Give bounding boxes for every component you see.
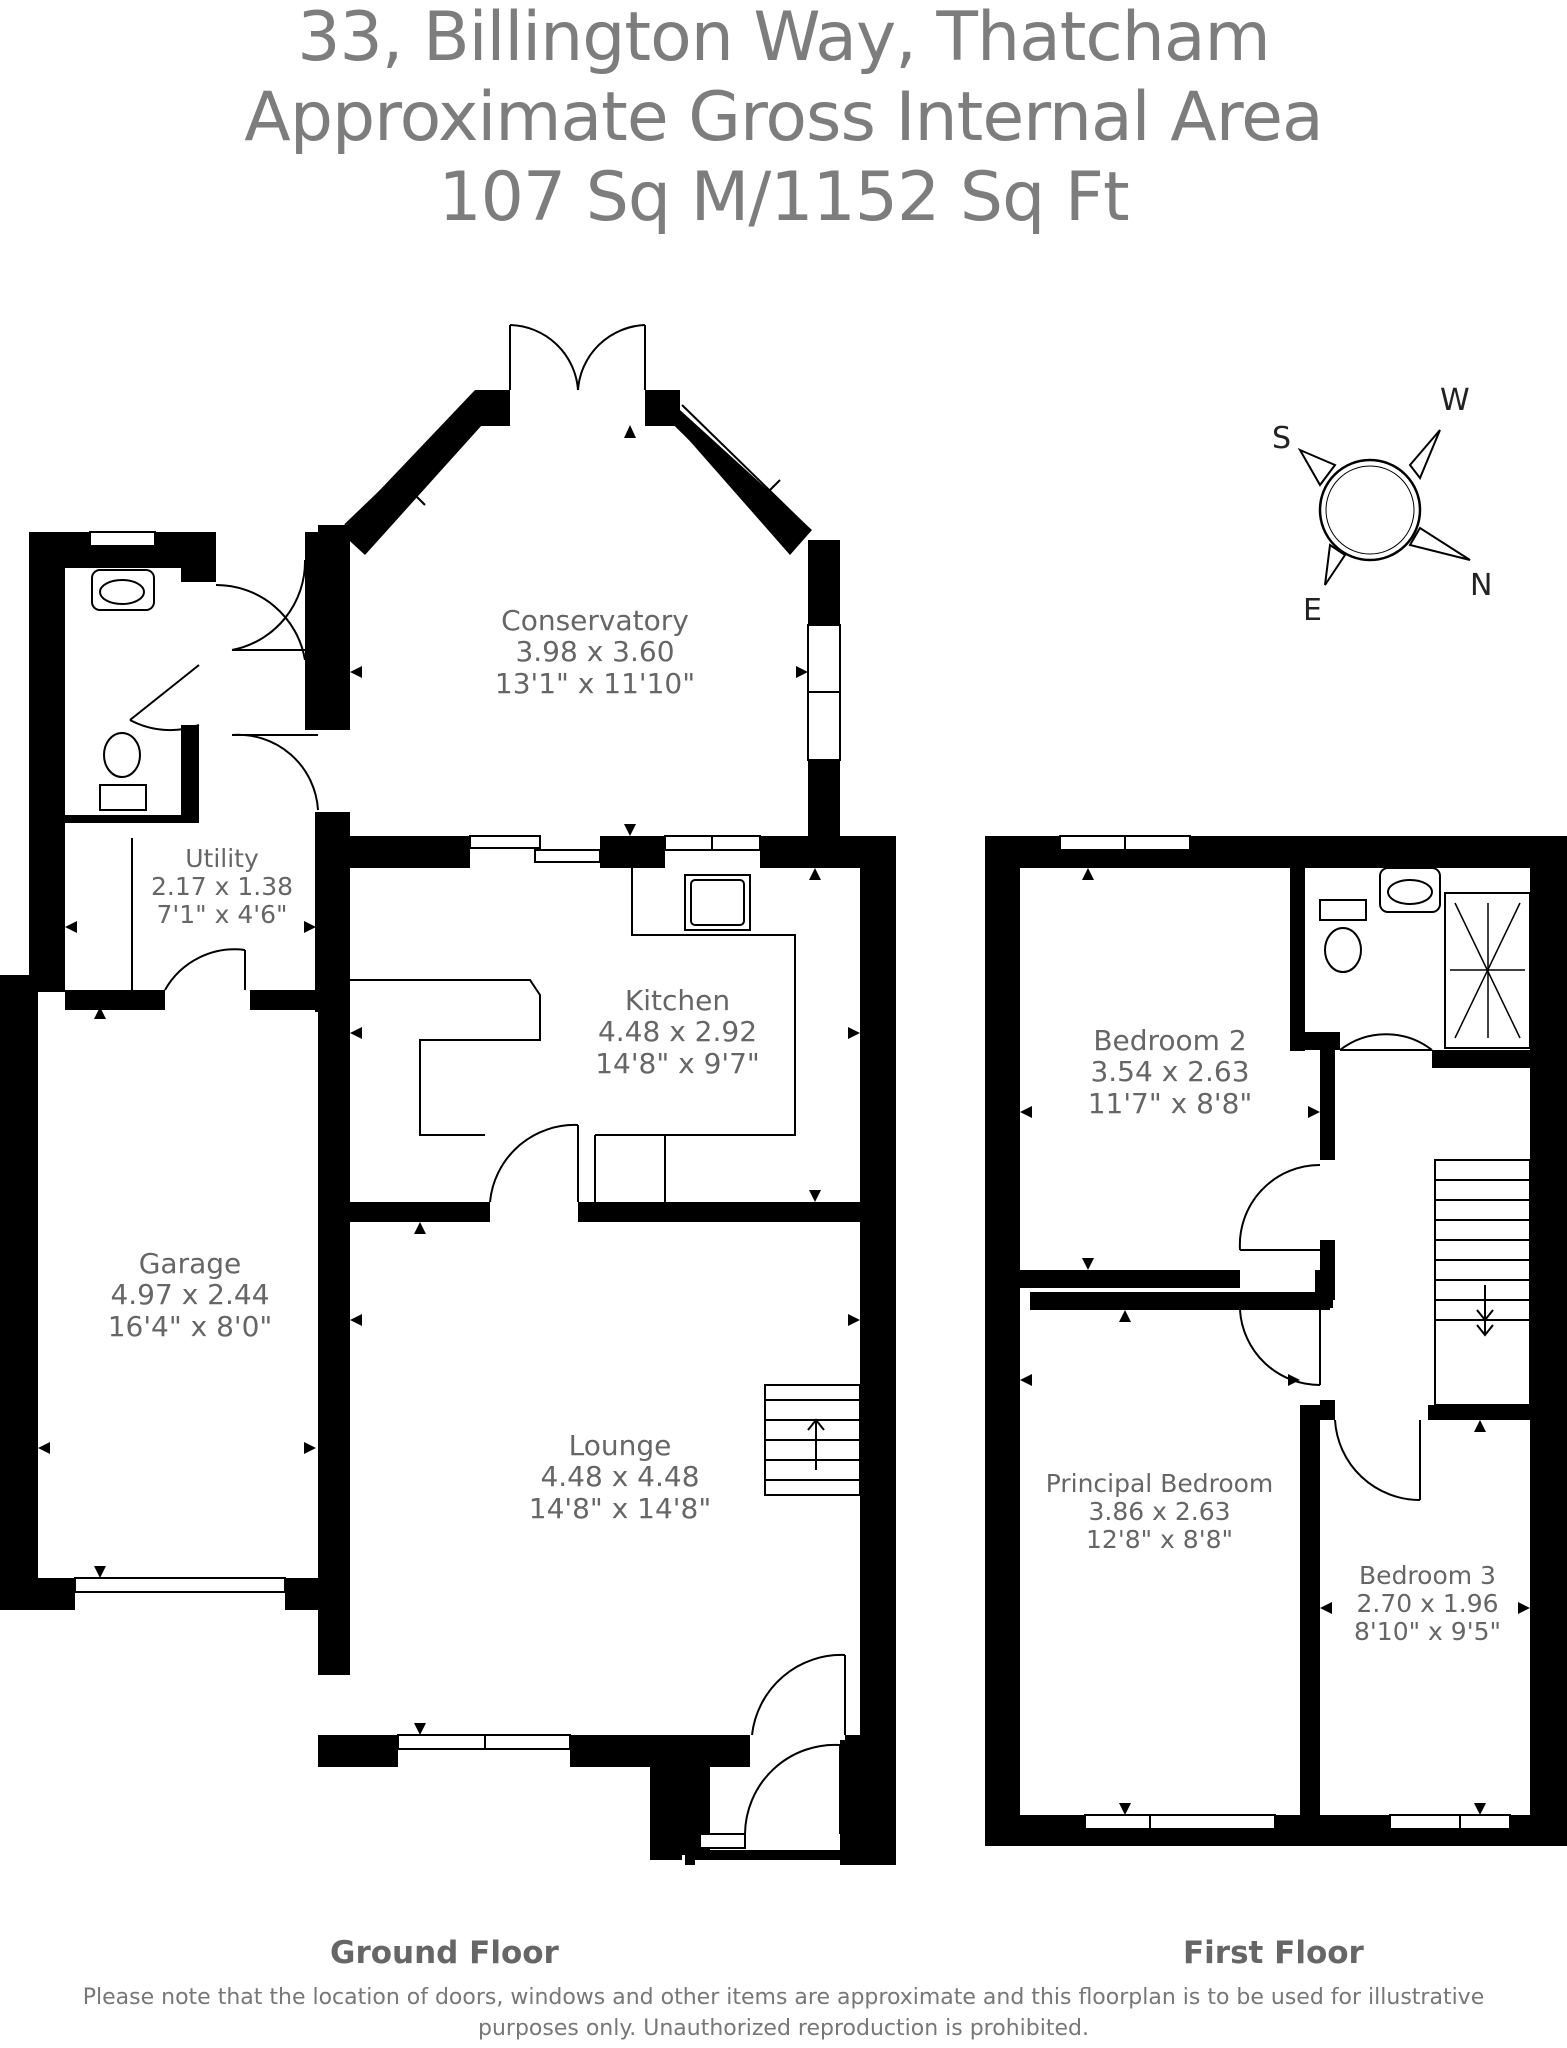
title-area-value: 107 Sq M/1152 Sq Ft bbox=[438, 158, 1129, 237]
first-floor-label: First Floor bbox=[1183, 1935, 1364, 1971]
room-lounge: Lounge 4.48 x 4.48 14'8" x 14'8" bbox=[505, 1430, 735, 1524]
room-metric: 4.48 x 4.48 bbox=[540, 1460, 700, 1494]
room-imperial: 7'1" x 4'6" bbox=[156, 900, 288, 929]
stairs-first bbox=[1434, 1159, 1531, 1406]
room-metric: 3.54 x 2.63 bbox=[1090, 1055, 1250, 1089]
shower-tray-lines bbox=[1450, 902, 1525, 1039]
title-address: 33, Billington Way, Thatcham bbox=[297, 0, 1271, 77]
compass-rose: S W N E bbox=[1272, 383, 1492, 628]
room-imperial: 8'10" x 9'5" bbox=[1354, 1617, 1501, 1646]
room-garage: Garage 4.97 x 2.44 16'4" x 8'0" bbox=[80, 1248, 300, 1342]
compass-e-label: E bbox=[1303, 593, 1322, 628]
room-imperial: 11'7" x 8'8" bbox=[1087, 1086, 1253, 1120]
room-name: Bedroom 2 bbox=[1093, 1024, 1247, 1057]
room-metric: 3.86 x 2.63 bbox=[1088, 1497, 1231, 1526]
room-name: Utility bbox=[185, 844, 259, 873]
room-imperial: 13'1" x 11'10" bbox=[494, 666, 696, 700]
ground-floor-label: Ground Floor bbox=[330, 1935, 559, 1971]
room-kitchen: Kitchen 4.48 x 2.92 14'8" x 9'7" bbox=[570, 985, 785, 1079]
room-principal-bedroom: Principal Bedroom 3.86 x 2.63 12'8" x 8'… bbox=[1022, 1470, 1297, 1554]
room-name: Conservatory bbox=[501, 604, 689, 637]
stairs-ground bbox=[764, 1384, 861, 1496]
room-metric: 4.48 x 2.92 bbox=[597, 1015, 758, 1049]
compass-s-label: S bbox=[1272, 421, 1291, 456]
compass-w-label: W bbox=[1440, 383, 1470, 418]
room-metric: 2.70 x 1.96 bbox=[1356, 1589, 1499, 1618]
title-area-label: Approximate Gross Internal Area bbox=[244, 78, 1323, 157]
window-mullions bbox=[484, 691, 1461, 1829]
dimension-markers bbox=[38, 425, 1530, 1815]
compass-n-label: N bbox=[1470, 568, 1492, 603]
room-imperial: 14'8" x 9'7" bbox=[595, 1046, 760, 1080]
bay-windows bbox=[344, 404, 806, 541]
disclaimer-line-1: Please note that the location of doors, … bbox=[82, 1985, 1485, 2010]
doors bbox=[129, 324, 1433, 1835]
room-bedroom-2: Bedroom 2 3.54 x 2.63 11'7" x 8'8" bbox=[1060, 1025, 1280, 1119]
kitchen-units bbox=[131, 838, 796, 1202]
disclaimer: Please note that the location of doors, … bbox=[40, 1982, 1527, 2044]
room-imperial: 12'8" x 8'8" bbox=[1086, 1525, 1233, 1554]
room-metric: 2.17 x 1.38 bbox=[150, 872, 294, 901]
room-name: Garage bbox=[138, 1247, 242, 1280]
disclaimer-line-2: purposes only. Unauthorized reproduction… bbox=[478, 2016, 1089, 2041]
room-imperial: 16'4" x 8'0" bbox=[107, 1309, 273, 1343]
room-bedroom-3: Bedroom 3 2.70 x 1.96 8'10" x 9'5" bbox=[1330, 1562, 1525, 1646]
room-metric: 3.98 x 3.60 bbox=[515, 635, 675, 669]
room-imperial: 14'8" x 14'8" bbox=[528, 1491, 712, 1525]
windows bbox=[74, 531, 1511, 1849]
room-conservatory: Conservatory 3.98 x 3.60 13'1" x 11'10" bbox=[470, 605, 720, 699]
room-name: Bedroom 3 bbox=[1359, 1561, 1496, 1590]
room-name: Kitchen bbox=[624, 984, 731, 1017]
room-utility: Utility 2.17 x 1.38 7'1" x 4'6" bbox=[132, 845, 312, 929]
room-name: Principal Bedroom bbox=[1045, 1469, 1274, 1498]
room-metric: 4.97 x 2.44 bbox=[110, 1278, 270, 1312]
room-name: Lounge bbox=[568, 1429, 672, 1462]
